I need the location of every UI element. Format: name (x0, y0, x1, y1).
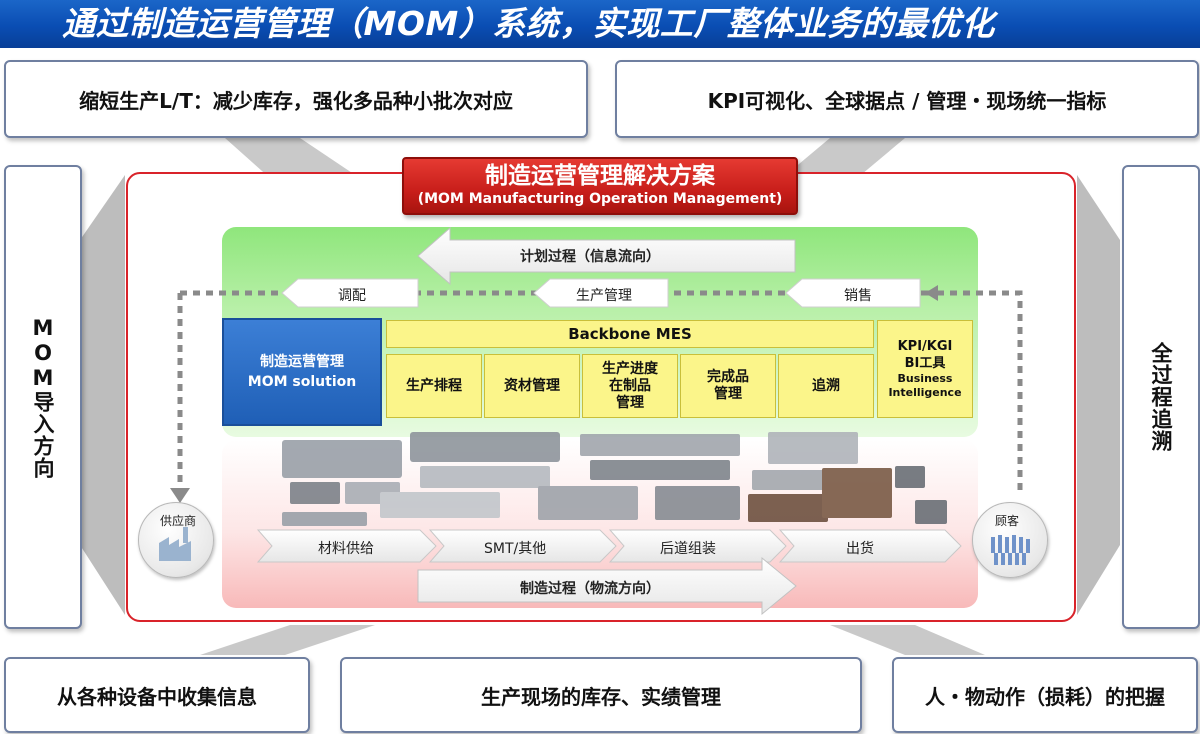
mes-module-finished-goods: 完成品 管理 (680, 354, 776, 418)
mfg-arrow-assembly (608, 529, 787, 563)
goal-box-lead-time: 缩短生产L/T：减少库存，强化多品种小批次对应 (4, 60, 588, 138)
mfg-arrow-smt (428, 529, 617, 563)
kpi-line3: Business (897, 372, 953, 385)
goal-box-kpi: KPI可视化、全球据点 / 管理・现场统一指标 (615, 60, 1199, 138)
mes-module-traceability: 追溯 (778, 354, 874, 418)
wedge-left (80, 175, 125, 615)
info-loop-arrowhead-right (925, 285, 938, 301)
mfg-arrow-material (256, 529, 437, 563)
info-loop-dotted-line (925, 290, 1023, 490)
supplier-circle (138, 502, 214, 578)
step-production-mgmt-label: 生产管理 (576, 288, 632, 304)
mes-module-wip: 生产进度 在制品 管理 (582, 354, 678, 418)
side-box-traceability: 全过程追溯 (1122, 165, 1200, 629)
step-arrow-sales (785, 278, 921, 308)
kpi-line4: Intelligence (888, 386, 962, 399)
info-loop-arrowhead-down (170, 488, 190, 503)
mom-box-line2: MOM solution (247, 374, 357, 390)
mes-module-label: 生产排程 (406, 377, 462, 394)
bottom-inventory-text: 生产现场的库存、实绩管理 (481, 684, 721, 709)
mfg-step-assembly-label: 后道组装 (660, 541, 716, 557)
kpi-line1: KPI/KGI (897, 339, 953, 354)
mfg-step-smt-label: SMT/其他 (484, 541, 547, 557)
bottom-box-inventory: 生产现场的库存、实绩管理 (340, 657, 862, 733)
step-arrow-production-mgmt (533, 278, 669, 308)
mes-module-scheduling: 生产排程 (386, 354, 482, 418)
bottom-box-equipment: 从各种设备中收集信息 (4, 657, 310, 733)
goal-lead-time-text: 缩短生产L/T：减少库存，强化多品种小批次对应 (79, 88, 513, 113)
mes-module-label: 追溯 (812, 377, 840, 394)
wedge-bottom-left (200, 625, 375, 655)
solution-title: 制造运营管理解决方案 (485, 163, 715, 189)
side-mom-direction-text: MOM导入方向 (31, 315, 55, 479)
side-traceability-text: 全过程追溯 (1149, 342, 1173, 452)
mes-module-label: 资材管理 (504, 377, 560, 394)
page-title: 通过制造运营管理（MOM）系统，实现工厂整体业务的最优化 (62, 4, 995, 43)
manufacturing-arrow (417, 556, 797, 616)
kpi-line2: BI工具 (904, 356, 946, 371)
wedge-right (1077, 175, 1120, 615)
side-box-mom-direction: MOM导入方向 (4, 165, 82, 629)
people-icon (991, 535, 1030, 565)
mes-module-label: 完成品 (707, 369, 749, 385)
mes-module-materials: 资材管理 (484, 354, 580, 418)
solution-title-box: 制造运营管理解决方案 (MOM Manufacturing Operation … (402, 157, 798, 215)
goal-kpi-text: KPI可视化、全球据点 / 管理・现场统一指标 (707, 88, 1107, 113)
supplier-label: 供应商 (160, 514, 197, 528)
mfg-step-shipping-label: 出货 (846, 541, 874, 557)
title-banner (0, 0, 1200, 48)
kpi-bi-box: KPI/KGI BI工具 Business Intelligence (877, 320, 973, 418)
customer-label: 顾客 (995, 514, 1020, 528)
step-arrow-procurement (281, 278, 419, 308)
bottom-box-losses: 人・物动作（损耗）的把握 (892, 657, 1198, 733)
solution-subtitle: (MOM Manufacturing Operation Management) (417, 191, 783, 207)
mes-title: Backbone MES (568, 324, 692, 343)
mes-module-label: 生产进度 (602, 360, 658, 377)
wedge-bottom-right (830, 625, 985, 655)
planning-arrow-label: 计划过程（信息流向） (520, 249, 660, 265)
bottom-losses-text: 人・物动作（损耗）的把握 (925, 684, 1165, 709)
manufacturing-arrow-label: 制造过程（物流方向） (520, 581, 660, 597)
mfg-step-material-label: 材料供给 (318, 541, 374, 557)
planning-arrow (417, 226, 796, 286)
mom-solution-box: 制造运营管理 MOM solution (222, 318, 382, 426)
mes-module-label: 管理 (714, 386, 742, 402)
factory-icon (159, 527, 191, 561)
step-procurement-label: 调配 (338, 288, 366, 304)
mes-title-bar: Backbone MES (386, 320, 874, 348)
mes-module-label: 管理 (616, 394, 644, 411)
mfg-arrow-shipping (778, 529, 962, 563)
bottom-equipment-text: 从各种设备中收集信息 (57, 684, 257, 709)
mes-module-label: 在制品 (609, 377, 651, 394)
factory-illustration (282, 432, 947, 526)
customer-circle (972, 502, 1048, 578)
step-sales-label: 销售 (844, 288, 872, 304)
mom-box-line1: 制造运营管理 (260, 354, 344, 370)
